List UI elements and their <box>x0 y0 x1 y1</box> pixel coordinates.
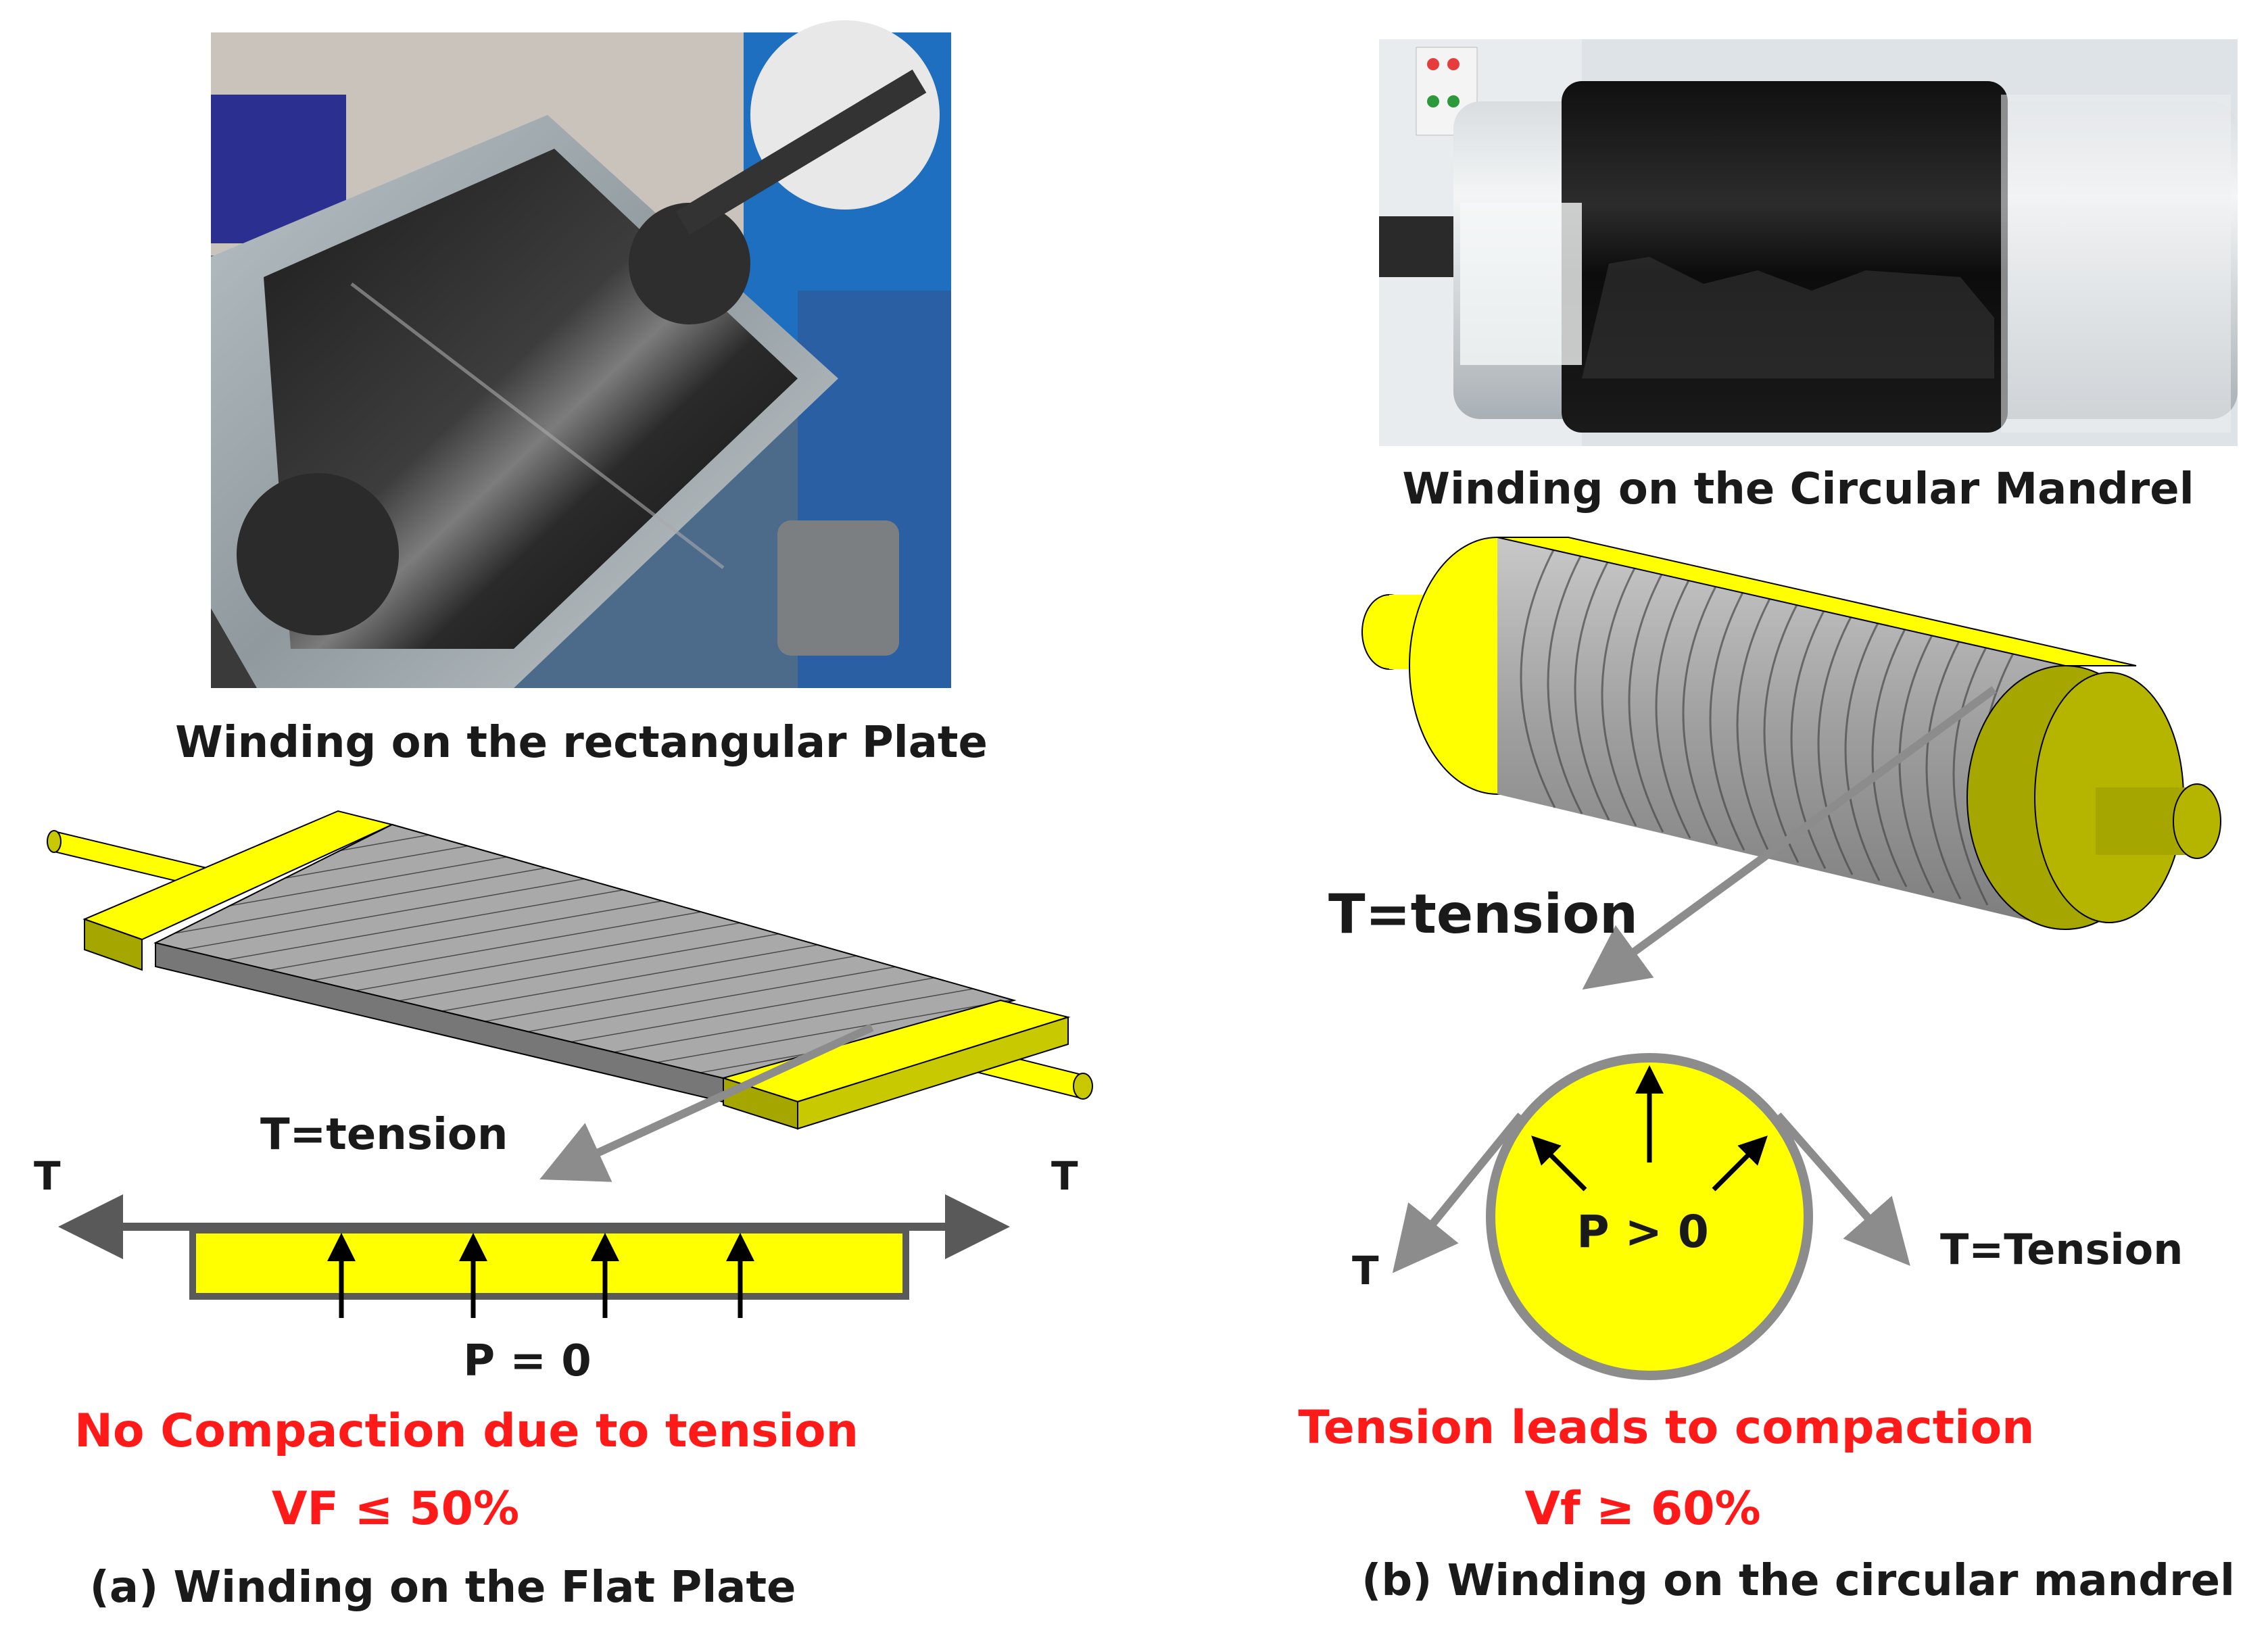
flat-plate-cross-section <box>58 1194 1010 1318</box>
t-left-left: T <box>34 1153 61 1199</box>
tension-label-left: T=tension <box>260 1110 508 1160</box>
t-left-right: T <box>1352 1248 1379 1294</box>
pressure-left: P = 0 <box>463 1336 592 1386</box>
tension-arrow-mandrel <box>1582 686 1997 990</box>
circular-mandrel-cross-section <box>1392 1053 1910 1380</box>
flat-plate-model <box>47 810 1093 1130</box>
caption-rectangular-plate: Winding on the rectangular Plate <box>175 718 988 768</box>
conclusion-right: Tension leads to compaction <box>1298 1401 2034 1455</box>
photo-rectangular-plate <box>211 20 951 688</box>
subcaption-b: (b) Winding on the circular mandrel <box>1361 1556 2235 1606</box>
tension-arrow-plate <box>539 1023 874 1182</box>
photo-circular-mandrel <box>1379 39 2238 446</box>
conclusion-left: No Compaction due to tension <box>74 1404 859 1458</box>
t-right-right: T=Tension <box>1940 1225 2183 1274</box>
t-right-left: T <box>1051 1153 1078 1199</box>
vf-left: VF ≤ 50% <box>272 1482 519 1536</box>
caption-circular-mandrel: Winding on the Circular Mandrel <box>1402 464 2194 514</box>
pressure-right: P > 0 <box>1576 1206 1709 1258</box>
circular-mandrel-model <box>1361 537 2221 930</box>
subcaption-a: (a) Winding on the Flat Plate <box>90 1563 796 1613</box>
vf-right: Vf ≥ 60% <box>1524 1482 1760 1536</box>
tension-label-right: T=tension <box>1328 883 1638 946</box>
